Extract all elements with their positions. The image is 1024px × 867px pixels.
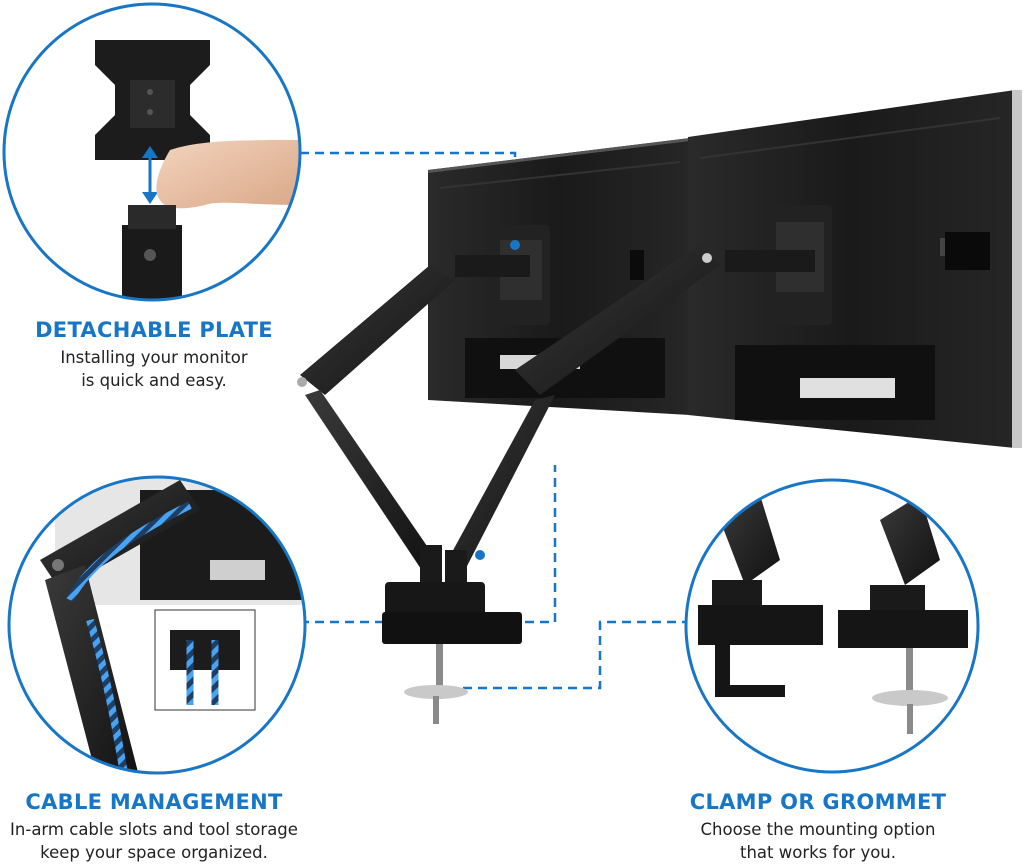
cable-management-desc-line2: keep your space organized. <box>40 843 268 862</box>
clamp-grommet-inset <box>684 478 980 774</box>
down-arrow-icon <box>142 192 158 204</box>
detachable-plate-title: DETACHABLE PLATE <box>35 318 273 342</box>
hand <box>156 140 300 209</box>
cable-management-desc-line1: In-arm cable slots and tool storage <box>10 820 298 839</box>
detachable-plate-inset <box>2 2 302 302</box>
cable-management-inset <box>7 475 307 775</box>
detachable-plate-desc-line1: Installing your monitor <box>60 348 248 367</box>
clamp-grommet-title: CLAMP OR GROMMET <box>689 790 947 814</box>
detachable-plate-desc-line2: is quick and easy. <box>81 371 227 390</box>
left-monitor <box>428 138 690 415</box>
right-monitor <box>688 90 1022 448</box>
clamp-grommet-desc-line1: Choose the mounting option <box>700 820 936 839</box>
cable-management-title: CABLE MANAGEMENT <box>25 790 283 814</box>
clamp-grommet-desc-line2: that works for you. <box>739 843 897 862</box>
up-arrow-icon <box>142 146 158 158</box>
desk-clamp <box>382 582 522 724</box>
